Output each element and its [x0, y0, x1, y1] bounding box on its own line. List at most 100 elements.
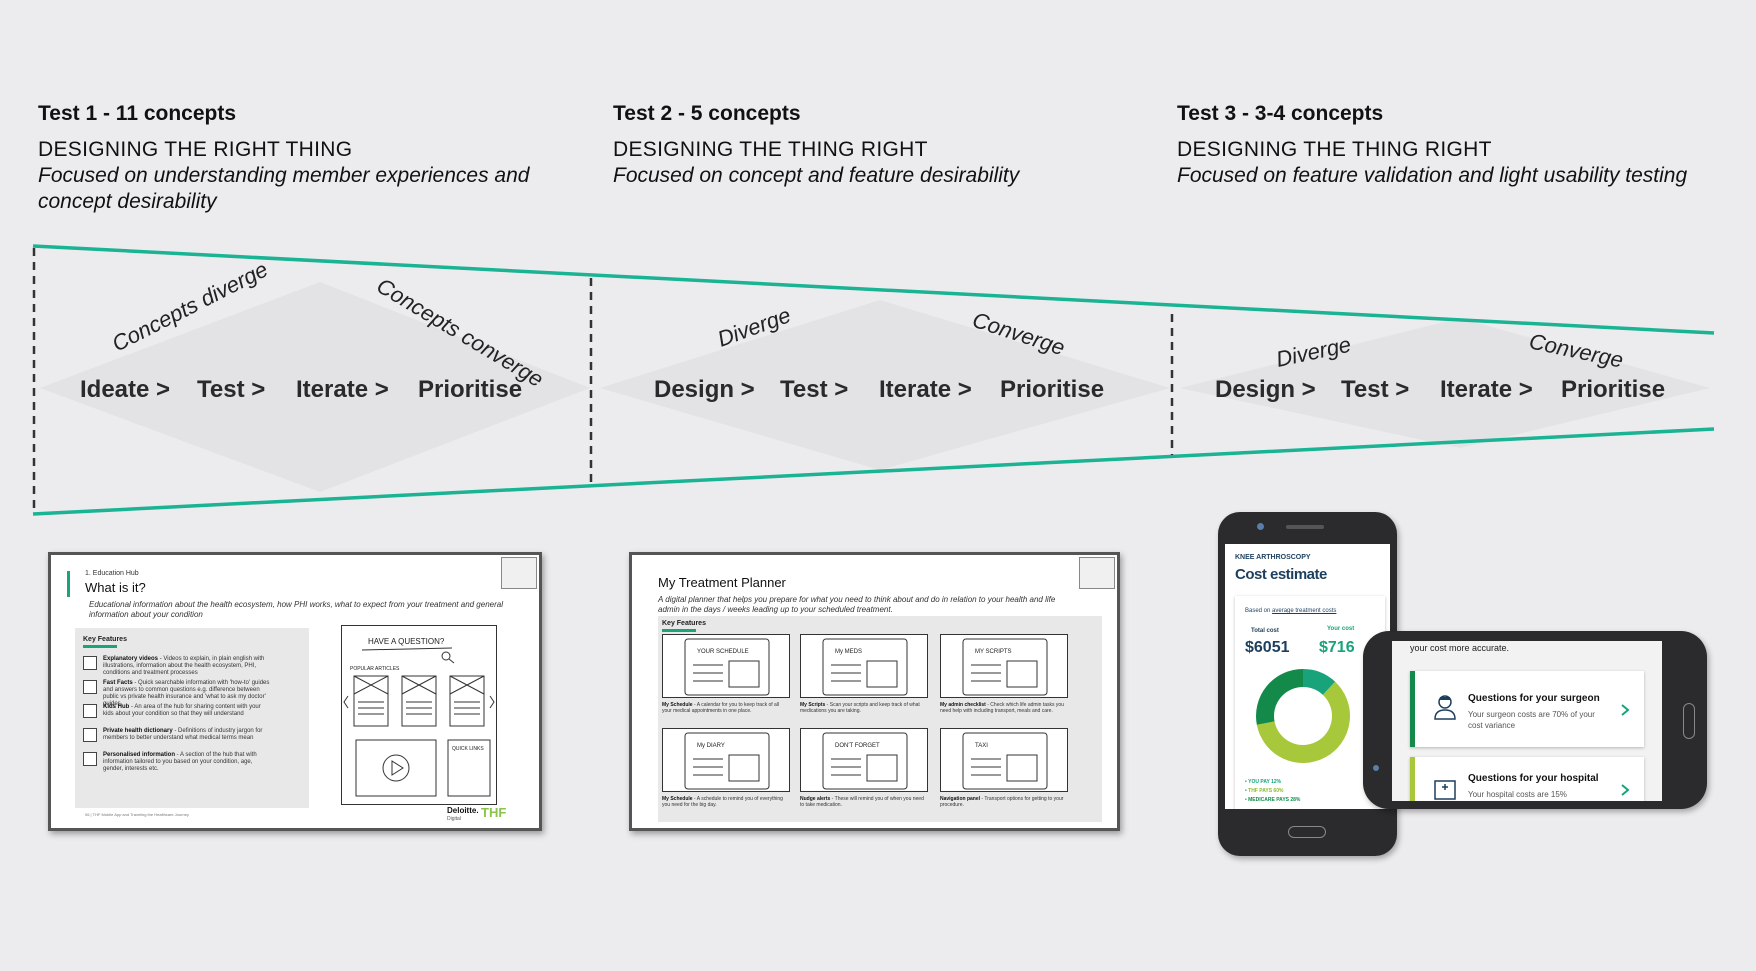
- sketch-heading: HAVE A QUESTION?: [368, 637, 445, 646]
- your-cost-value: $716: [1319, 639, 1355, 656]
- sketch-drawing: My DIARY: [684, 732, 770, 790]
- test-1-subtitle: DESIGNING THE RIGHT THING: [38, 138, 353, 161]
- home-button-landscape[interactable]: [1683, 703, 1695, 739]
- funnel-top-line: [32, 244, 1715, 335]
- test-2-header: Test 2 - 5 concepts DESIGNING THE THING …: [613, 102, 1173, 189]
- feature-row: Kids Hub - An area of the hub for sharin…: [83, 704, 273, 718]
- donut-slice: [1256, 681, 1350, 763]
- chevron-right-icon[interactable]: [1620, 783, 1630, 797]
- phone-speaker: [1286, 525, 1324, 529]
- surgeon-question-text: Your surgeon costs are 70% of your cost …: [1468, 710, 1595, 730]
- phone-portrait: KNEE ARTHROSCOPY Cost estimate Based on …: [1218, 512, 1397, 856]
- step-iterate-1: Iterate >: [296, 376, 389, 403]
- diamond-shape-1: [40, 282, 590, 492]
- sketch-label: YOUR SCHEDULE: [697, 649, 749, 655]
- questions-screen: your cost more accurate. Questions for y…: [1392, 641, 1662, 801]
- feature-text: Kids Hub - An area of the hub for sharin…: [103, 704, 261, 717]
- screen-top-text: your cost more accurate.: [1410, 643, 1510, 653]
- hospital-icon: [1434, 780, 1456, 800]
- feature-row: Fast Facts - Quick searchable informatio…: [83, 680, 273, 708]
- test-2-description: Focused on concept and feature desirabil…: [613, 164, 1020, 187]
- phone-camera-icon: [1257, 523, 1264, 530]
- surgeon-question-card[interactable]: Questions for your surgeon Your surgeon …: [1410, 671, 1644, 747]
- test-3-subtitle: DESIGNING THE THING RIGHT: [1177, 138, 1492, 161]
- cost-estimate-title: Cost estimate: [1235, 566, 1327, 583]
- feature-checkbox: [83, 752, 97, 766]
- test-1-description: Focused on understanding member experien…: [38, 164, 530, 213]
- procedure-label: KNEE ARTHROSCOPY: [1235, 554, 1311, 561]
- key-features-panel: Key Features Explanatory videos - Videos…: [75, 628, 309, 808]
- feature-text: Private health dictionary - Definitions …: [103, 728, 263, 741]
- sketch-label: TAXI: [975, 743, 988, 749]
- feature-checkbox: [83, 680, 97, 694]
- sketch-label: My DIARY: [697, 743, 725, 749]
- feature-row: Private health dictionary - Definitions …: [83, 728, 273, 742]
- sketch-label: DON'T FORGET: [835, 743, 880, 749]
- cost-estimate-screen: KNEE ARTHROSCOPY Cost estimate Based on …: [1225, 544, 1390, 809]
- legend-item: • YOU PAY 12%: [1245, 779, 1282, 785]
- planner-sketch: DON'T FORGET: [800, 728, 928, 792]
- title-accent-bar: [67, 571, 70, 597]
- slide-section: 1. Education Hub: [85, 570, 139, 577]
- feature-checkbox: [83, 704, 97, 718]
- step-design-3: Design >: [1215, 376, 1316, 403]
- total-cost-label: Total cost: [1251, 628, 1279, 634]
- average-costs-link[interactable]: average treatment costs: [1272, 608, 1337, 614]
- hospital-question-title: Questions for your hospital: [1468, 773, 1599, 784]
- home-button[interactable]: [1288, 826, 1326, 838]
- sketch-drawing: YOUR SCHEDULE: [684, 638, 770, 696]
- key-features-underline: [662, 629, 696, 632]
- card-accent: [1410, 671, 1415, 747]
- hospital-question-card[interactable]: Questions for your hospital Your hospita…: [1410, 757, 1644, 801]
- key-features-panel: Key Features YOUR SCHEDULE My Schedule -…: [658, 616, 1102, 822]
- step-prioritise-1: Prioritise: [418, 376, 522, 403]
- legend-item: • MEDICARE PAYS 28%: [1245, 797, 1301, 803]
- funnel-bottom-line: [32, 427, 1715, 516]
- test-3-header: Test 3 - 3-4 concepts DESIGNING THE THIN…: [1177, 102, 1707, 189]
- sketch-drawing: HAVE A QUESTION? POPULAR ARTICLES: [343, 637, 495, 797]
- test-2-title: Test 2 - 5 concepts: [613, 102, 801, 125]
- surgeon-question-title: Questions for your surgeon: [1468, 693, 1600, 704]
- phone-camera-icon: [1373, 765, 1379, 771]
- feature-text: Fast Facts - Quick searchable informatio…: [103, 680, 270, 707]
- feature-text: Explanatory videos - Videos to explain, …: [103, 656, 265, 676]
- cost-legend: • YOU PAY 12%• THF PAYS 60%• MEDICARE PA…: [1245, 778, 1300, 805]
- planner-sketch: My DIARY: [662, 728, 790, 792]
- planner-feature-caption: My Scripts - Scan your scripts and keep …: [800, 702, 920, 714]
- treatment-planner-slide: My Treatment Planner A digital planner t…: [629, 552, 1120, 831]
- test-1-title: Test 1 - 11 concepts: [38, 102, 237, 125]
- step-iterate-3: Iterate >: [1440, 376, 1533, 403]
- sketch-quick-links: QUICK LINKS: [452, 746, 484, 752]
- phone-landscape: your cost more accurate. Questions for y…: [1363, 631, 1707, 809]
- step-prioritise-3: Prioritise: [1561, 376, 1665, 403]
- test-3-title: Test 3 - 3-4 concepts: [1177, 102, 1384, 125]
- sketch-drawing: MY SCRIPTS: [962, 638, 1048, 696]
- slide-thumbnail-corner: [501, 557, 537, 589]
- key-features-underline: [83, 645, 117, 648]
- planner-feature-caption: My admin checklist - Check which life ad…: [940, 702, 1064, 714]
- step-ideate: Ideate >: [80, 376, 170, 403]
- diamond-shape-2: [600, 300, 1170, 470]
- thf-logo: THF: [481, 805, 507, 820]
- chevron-right-icon[interactable]: [1620, 703, 1630, 717]
- key-features-label: Key Features: [662, 620, 706, 627]
- feature-text: Personalised information - A section of …: [103, 752, 257, 772]
- planner-sketch: TAXI: [940, 728, 1068, 792]
- test-1-header: Test 1 - 11 concepts DESIGNING THE RIGHT…: [38, 102, 598, 215]
- total-cost-value: $6051: [1245, 639, 1290, 656]
- cost-card: Based on average treatment costs Total c…: [1235, 596, 1385, 809]
- slide-thumbnail-corner: [1079, 557, 1115, 589]
- slide-title: My Treatment Planner: [658, 575, 786, 590]
- sketch-drawing: TAXI: [962, 732, 1048, 790]
- planner-sketch: MY SCRIPTS: [940, 634, 1068, 698]
- hospital-question-text: Your hospital costs are 15%: [1468, 790, 1567, 799]
- step-iterate-2: Iterate >: [879, 376, 972, 403]
- wireframe-sketch: HAVE A QUESTION? POPULAR ARTICLES: [341, 625, 497, 805]
- feature-row: Explanatory videos - Videos to explain, …: [83, 656, 273, 677]
- sketch-drawing: DON'T FORGET: [822, 732, 908, 790]
- feature-row: Personalised information - A section of …: [83, 752, 273, 773]
- card-accent: [1410, 757, 1415, 801]
- education-hub-slide: 1. Education Hub What is it? Educational…: [48, 552, 542, 831]
- planner-feature-caption: Nudge alerts - These will remind you of …: [800, 796, 924, 808]
